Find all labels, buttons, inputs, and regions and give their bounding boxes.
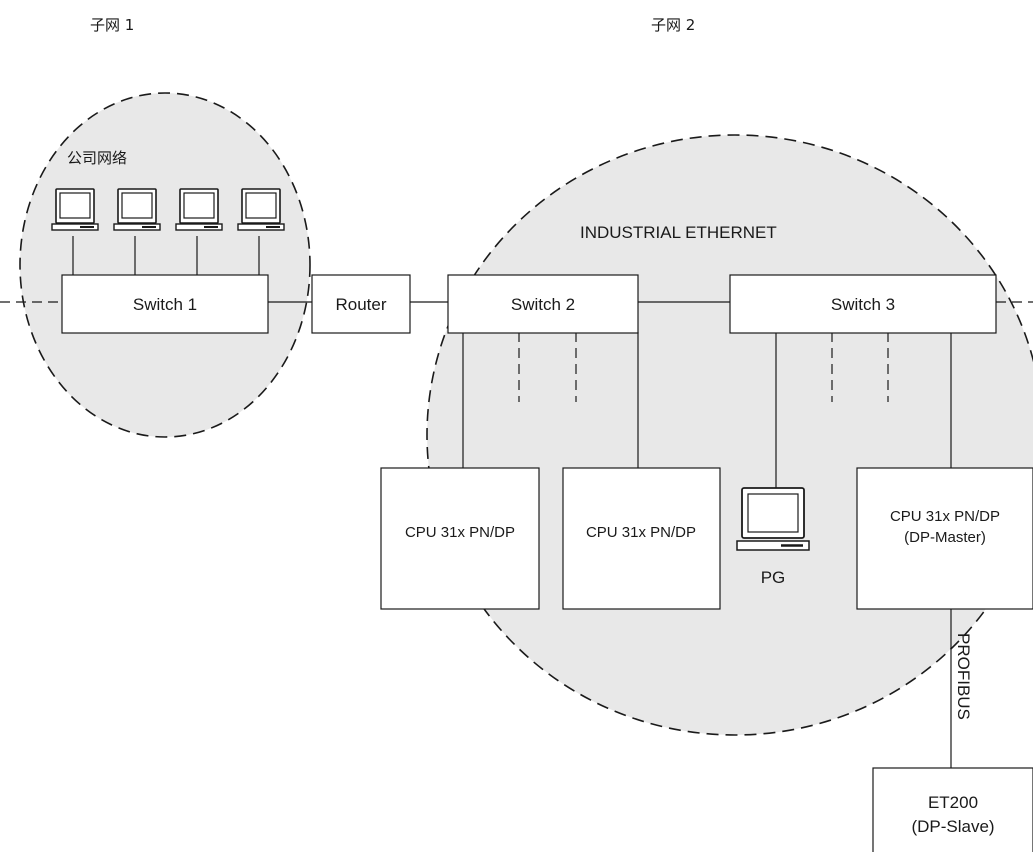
- subnet-1-label: 子网 1: [90, 16, 134, 34]
- switch-3-label: Switch 3: [831, 295, 895, 314]
- router-box: [311, 274, 411, 334]
- cpu-master-role-label: (DP-Master): [904, 529, 986, 546]
- subnet-2-label: 子网 2: [651, 16, 695, 34]
- company-network-label: 公司网络: [67, 149, 127, 167]
- profibus-label: PROFIBUS: [954, 633, 973, 720]
- pg-computer-icon: [736, 487, 810, 551]
- switch-2-box: [447, 274, 639, 334]
- industrial-ethernet-label: INDUSTRIAL ETHERNET: [580, 223, 777, 242]
- cpu-b-box: [562, 467, 721, 610]
- cpu-a-label: CPU 31x PN/DP: [405, 524, 515, 541]
- et200-role-label: (DP-Slave): [911, 817, 994, 836]
- computer-icon: [237, 188, 285, 231]
- switch-3-box: [729, 274, 997, 334]
- computer-icon: [175, 188, 223, 231]
- router-label: Router: [335, 295, 386, 314]
- switch-1-label: Switch 1: [133, 295, 197, 314]
- cpu-b-label: CPU 31x PN/DP: [586, 524, 696, 541]
- switch-2-label: Switch 2: [511, 295, 575, 314]
- pg-label: PG: [761, 568, 786, 587]
- et200-label: ET200: [928, 793, 978, 812]
- switch-1-box: [61, 274, 269, 334]
- computer-icon: [51, 188, 99, 231]
- cpu-master-box: [856, 467, 1033, 610]
- cpu-master-label: CPU 31x PN/DP: [890, 508, 1000, 525]
- subnet-1-area: [19, 92, 311, 438]
- cpu-a-box: [380, 467, 540, 610]
- computer-icon: [113, 188, 161, 231]
- et200-box: [872, 767, 1033, 852]
